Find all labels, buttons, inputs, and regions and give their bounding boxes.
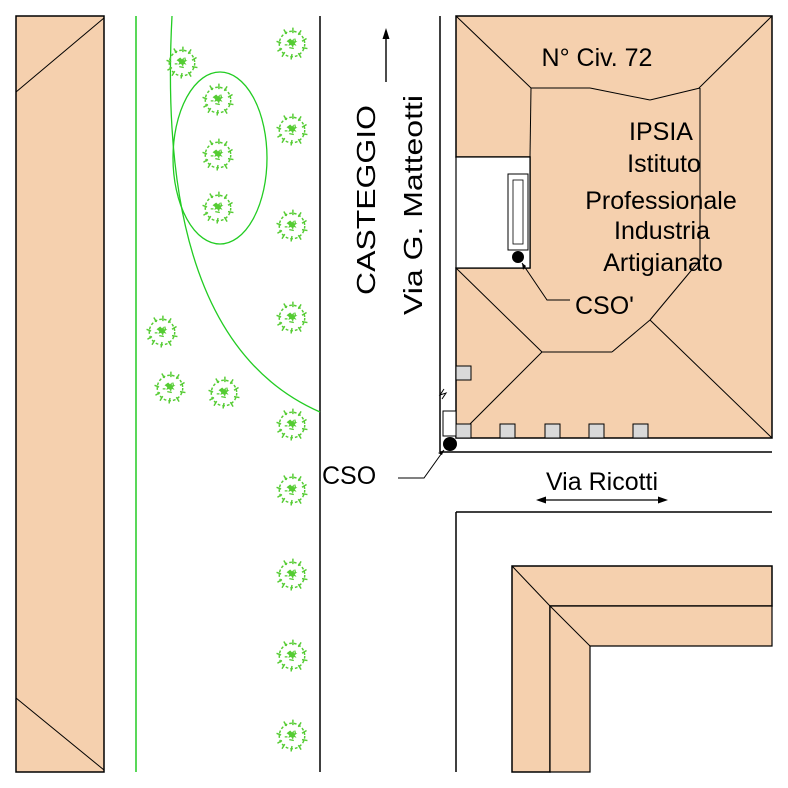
pillar (544, 423, 561, 439)
road-edges (439, 16, 772, 772)
city-label: CASTEGGIO (351, 105, 381, 295)
zigzag-mark-icon (438, 388, 448, 400)
shrub-icon (275, 472, 309, 507)
point-marker (512, 251, 524, 263)
building-name-line-2: Istituto (627, 150, 701, 178)
north-arrow-icon (382, 28, 390, 82)
shrub-icon (275, 557, 309, 592)
pillar (455, 423, 472, 439)
flower-bed-ellipse (172, 71, 268, 245)
main-building (455, 15, 773, 439)
point-label-cso-prime: CSO' (575, 292, 634, 320)
building-name-line-5: Artigianato (603, 249, 723, 277)
pillar (632, 423, 649, 439)
tree-group (145, 26, 309, 753)
shrub-icon (275, 718, 309, 753)
shrub-icon (201, 137, 235, 172)
building-name-line-1: IPSIA (629, 118, 693, 146)
shrub-icon (275, 300, 309, 335)
pillar (588, 423, 605, 439)
pillar (455, 365, 472, 381)
lower-right-building (511, 565, 773, 773)
shrub-icon (275, 26, 309, 61)
point-cso: CSO (322, 437, 457, 490)
street-main-label: Via G. Matteotti (398, 95, 428, 315)
shrub-icon (275, 407, 309, 442)
double-arrow-dimension (536, 496, 668, 504)
point-cso-prime: CSO' (512, 251, 634, 320)
civic-number: N° Civ. 72 (542, 44, 653, 72)
shrub-icon (275, 208, 309, 243)
park-arc (169, 15, 321, 413)
park-area (135, 15, 321, 772)
building-name-line-4: Industria (614, 217, 710, 245)
pillar (499, 423, 516, 439)
left-building (15, 15, 105, 773)
shrub-icon (145, 314, 179, 349)
corner-cabinet (442, 410, 457, 437)
shrub-icon (201, 190, 235, 225)
shrub-icon (207, 375, 241, 410)
entrance-stair (507, 173, 529, 251)
shrub-icon (201, 82, 235, 117)
shrub-icon (275, 638, 309, 673)
point-marker (443, 437, 457, 451)
building-name-line-3: Professionale (585, 187, 736, 215)
street-cross-label: Via Ricotti (546, 468, 658, 496)
point-label-cso: CSO (322, 462, 376, 490)
shrub-icon (275, 112, 309, 147)
shrub-icon (153, 370, 187, 405)
